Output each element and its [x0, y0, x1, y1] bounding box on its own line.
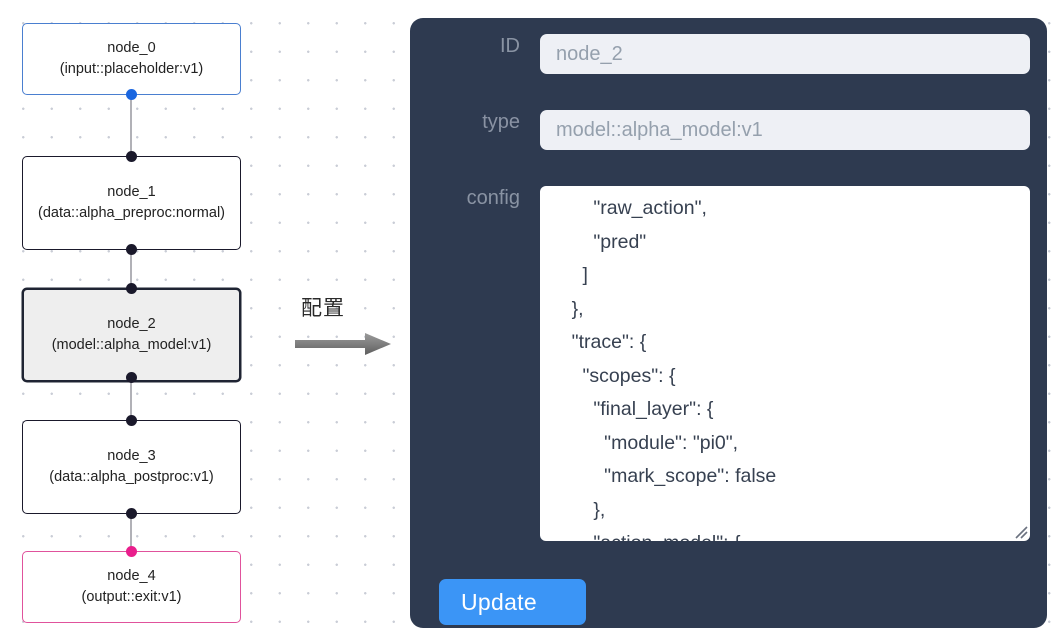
port-node_3-target[interactable] [125, 415, 137, 426]
node-subtitle: (input::placeholder:v1) [59, 61, 204, 77]
field-row-type: type [410, 110, 1047, 150]
flow-node-node_3[interactable]: node_3 (data::alpha_postproc:v1) [22, 420, 241, 514]
node-config-panel: ID type config "raw_action", "pred" ] },… [410, 18, 1047, 628]
port-node_0-source[interactable] [125, 89, 137, 100]
port-node_1-source[interactable] [125, 244, 137, 255]
node-title: node_2 [107, 316, 156, 332]
node-title: node_1 [107, 184, 156, 200]
annotation-label: 配置 [301, 297, 345, 320]
node-subtitle: (data::alpha_preproc:normal) [38, 205, 225, 221]
port-node_3-source[interactable] [125, 508, 137, 519]
field-row-id: ID [410, 34, 1047, 74]
node-subtitle: (model::alpha_model:v1) [51, 337, 212, 353]
type-input[interactable] [540, 110, 1030, 150]
id-field-label: ID [500, 35, 520, 57]
config-field-label: config [466, 187, 520, 209]
config-textarea-wrapper: "raw_action", "pred" ] }, "trace": { "sc… [540, 186, 1030, 541]
node-title: node_3 [107, 448, 156, 464]
annotation-group: 配置 [295, 296, 400, 366]
flow-node-node_2[interactable]: node_2 (model::alpha_model:v1) [22, 288, 241, 382]
node-title: node_0 [107, 40, 156, 56]
edge-node2-node3 [130, 377, 132, 420]
node-subtitle: (data::alpha_postproc:v1) [49, 469, 214, 485]
flow-node-node_4[interactable]: node_4 (output::exit:v1) [22, 551, 241, 623]
port-node_1-target[interactable] [125, 151, 137, 162]
id-input[interactable] [540, 34, 1030, 74]
flow-graph[interactable]: node_0 (input::placeholder:v1) node_1 (d… [0, 0, 400, 643]
field-row-config: config "raw_action", "pred" ] }, "trace"… [410, 186, 1047, 541]
right-arrow-icon [295, 333, 391, 355]
port-node_4-target[interactable] [125, 546, 137, 557]
edge-node1-node2 [130, 245, 132, 288]
type-field-label: type [482, 111, 520, 133]
config-textarea[interactable]: "raw_action", "pred" ] }, "trace": { "sc… [540, 186, 1030, 541]
port-node_2-source[interactable] [125, 372, 137, 383]
port-node_2-target[interactable] [125, 283, 137, 294]
flow-node-node_1[interactable]: node_1 (data::alpha_preproc:normal) [22, 156, 241, 250]
node-title: node_4 [107, 568, 156, 584]
node-subtitle: (output::exit:v1) [81, 589, 182, 605]
edge-node0-node1 [130, 94, 132, 156]
flow-node-node_0[interactable]: node_0 (input::placeholder:v1) [22, 23, 241, 95]
update-button[interactable]: Update [439, 579, 586, 625]
edge-node3-node4 [130, 509, 132, 553]
